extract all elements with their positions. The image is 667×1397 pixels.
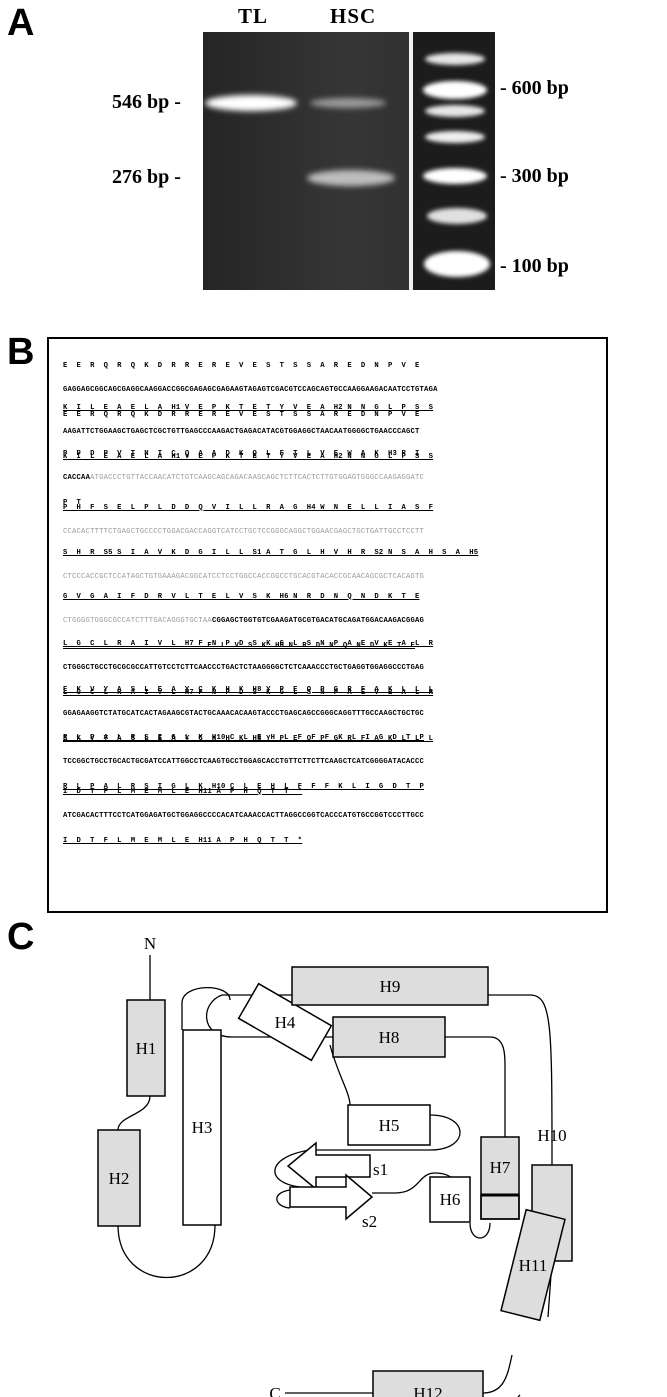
band-tl-546 [205, 95, 297, 111]
seq-block-8: E K V Y A S L E A Y C K H K H8 Y P E Q P… [63, 669, 433, 760]
ladder-band [423, 81, 487, 99]
ladder-lane [413, 32, 495, 290]
label-s2: s2 [362, 1212, 377, 1231]
label-h12: H12 [413, 1384, 442, 1397]
nt-row: GGAGAAGGTCTATGCATCACTAGAAGCGTACTGCAAACAC… [63, 710, 425, 719]
helix-h9 [291, 966, 489, 1006]
ladder-band [427, 208, 487, 224]
strand-s2 [289, 1173, 374, 1221]
ladder-band [424, 251, 490, 277]
nt-row-gray: CCACACTTTTCTGAGCTGCCCCTGGACGACCAGGTCATCC… [63, 528, 425, 537]
aa-row: I D T F L M E M L E H11 A P H Q T T * [63, 787, 303, 796]
aa-row: L G C L R A I V L H7 F N P D S K G L S N… [63, 639, 434, 648]
nt-row-gray: CTGGGGTGGGCGCCATCTTTGACAGGGTGCTAA [63, 617, 212, 626]
band-hsc-546 [310, 98, 386, 108]
seq-block-3: P P D P V T N I C Q A A D K Q L F T L V … [63, 433, 424, 524]
nt-row: ATCGACACTTTCCTCATGGAGATGCTGGAGGCCCCACATC… [63, 812, 425, 821]
aa-row: E K V Y A S L E A Y C K H K H8 Y P E Q P… [63, 735, 434, 744]
strand-s1 [286, 1141, 371, 1191]
gel-image [203, 32, 495, 290]
sequence-box: E E R Q R Q K D R R E R E V E S T S S A … [47, 337, 608, 913]
nt-row-gray: CTCCCACCGCTCCATAGCTGTGAAAGACGGCATCCTCCTG… [63, 573, 425, 582]
label-h6: H6 [440, 1190, 461, 1209]
nt-row: CACCAA [63, 474, 91, 483]
aa-row: E E R Q R Q K D R R E R E V E S T S S A … [63, 411, 420, 420]
label-h8: H8 [379, 1028, 400, 1047]
nt-row-gray: ATGACCCTGTTACCAACATCTGTCAAGCAGCAGACAAGCA… [90, 474, 425, 483]
aa-row: P P D P V T N I C Q A A D K Q L F T L V … [63, 449, 420, 458]
ladder-band [425, 53, 485, 65]
label-h11: H11 [519, 1256, 548, 1275]
helix-h7 [480, 1136, 520, 1220]
aa-row: R L P A L R S I G L K H10 C L E H L F F … [63, 783, 425, 792]
ladder-band [425, 105, 485, 117]
seq-block-2: K I L E A E L A H1 V E P K T E T Y V E A… [63, 387, 433, 478]
aa-row: K I L E A E L A H1 V E P K T E T Y V E A… [63, 403, 434, 412]
helix-h11 [500, 1208, 566, 1322]
c-terminus-label: C [269, 1384, 280, 1397]
nt-row: CGGAGCTGGTGTCGAAGATGCGTGACATGCAGATGGACAA… [211, 617, 425, 626]
nt-row: TCCGGCTGCCTGCACTGCGATCCATTGGCCTCAAGTGCCT… [63, 758, 425, 767]
gel-divider [409, 32, 413, 290]
band-hsc-276 [307, 170, 395, 186]
label-h5: H5 [379, 1116, 400, 1135]
panel-label-c: C [7, 916, 35, 958]
panel-label-a: A [7, 2, 35, 44]
panel-label-b: B [7, 331, 35, 373]
label-h1: H1 [136, 1039, 157, 1058]
ladder-band [425, 131, 485, 143]
nt-row: GAGGAGCGGCAGCGAGGCAAGGACCGGCGAGAGCGAGAAG… [63, 386, 438, 395]
seq-block-5: S H R S5 S I A V K D G I L L S1 A T G L … [63, 532, 478, 598]
seq-block-9: R L P A L R S I G L K H10 C L E H L F F … [63, 717, 424, 808]
helix-h2 [97, 1129, 141, 1227]
aa-row: P H F S E L P L D D Q V I L L R A G H4 W… [63, 503, 434, 512]
aa-row: L G C L R A I V L H7 F N P D S K G L S N… [63, 689, 434, 698]
helix-h3 [182, 1029, 222, 1226]
aa-row: S H R S5 S I A V K D G I L L S1 A T G L … [63, 548, 479, 557]
helix-h5 [347, 1104, 431, 1146]
n-terminus-label: N [144, 934, 156, 953]
seq-block-10: I D T F L M E M L E H11 A P H Q T T * AT… [63, 771, 424, 862]
nt-row: CTGGGCTGCCTGCGCGCCATTGTCCTCTTCAACCCTGACT… [63, 664, 425, 673]
aa-row: G V G A I F D R V L T E L V S K H6 N R D… [63, 592, 420, 601]
lane-label-hsc: HSC [330, 4, 377, 28]
helix-h8 [332, 1016, 446, 1058]
label-h2: H2 [109, 1169, 130, 1188]
gel-svg [203, 32, 495, 290]
helix-h6 [429, 1176, 471, 1223]
ladder-label-600: - 600 bp [500, 77, 569, 99]
helix-h1 [126, 999, 166, 1097]
seq-block-6: G V G A I F D R V L T E L V S K H6 N R D… [63, 576, 424, 667]
ladder-label-300: - 300 bp [500, 165, 569, 187]
seq-block-7: L G C L R A I V L H7 F N P D S K G L S N… [63, 623, 433, 714]
aa-row: I D T F L M E M L E H11 A P H Q T T * [63, 837, 303, 846]
label-h9: H9 [380, 977, 401, 996]
label-h7: H7 [490, 1158, 511, 1177]
ladder-band [423, 168, 487, 184]
size-marker-546: 546 bp - [112, 91, 181, 113]
seq-block-4: P H F S E L P L D D Q V I L L R A G H4 W… [63, 487, 433, 553]
seq-block-1: E E R Q R Q K D R R E R E V E S T S S A … [63, 345, 438, 436]
label-h3: H3 [192, 1118, 213, 1137]
label-s1: s1 [373, 1160, 388, 1179]
aa-row: E E R Q R Q K D R R E R E V E S T S S A … [63, 361, 420, 370]
topology-diagram: N C H1 H2 H3 H4 H5 H6 H7 H8 H9 H10 H11 H… [97, 934, 573, 1397]
aa-row: E K V Y A S L E A Y C K H K H8 Y P E Q P… [63, 685, 434, 694]
aa-row: E L V S K H6 N R D N Q N D K T E [63, 642, 416, 651]
aa-row: R L P A L R S I G L K H10 C L E H L F F … [63, 733, 425, 742]
ladder-label-100: - 100 bp [500, 255, 569, 277]
nt-row: AAGATTCTGGAAGCTGAGCTCGCTGTTGAGCCCAAGACTG… [63, 428, 420, 437]
lane-label-tl: TL [238, 4, 269, 28]
size-marker-276: 276 bp - [112, 166, 181, 188]
label-h10: H10 [537, 1126, 566, 1145]
label-h4: H4 [275, 1013, 296, 1032]
helix-h12 [372, 1370, 484, 1397]
aa-row: P T [63, 499, 82, 508]
aa-row: K I L E A E L A H1 V E P K T E T Y V E A… [63, 453, 434, 462]
